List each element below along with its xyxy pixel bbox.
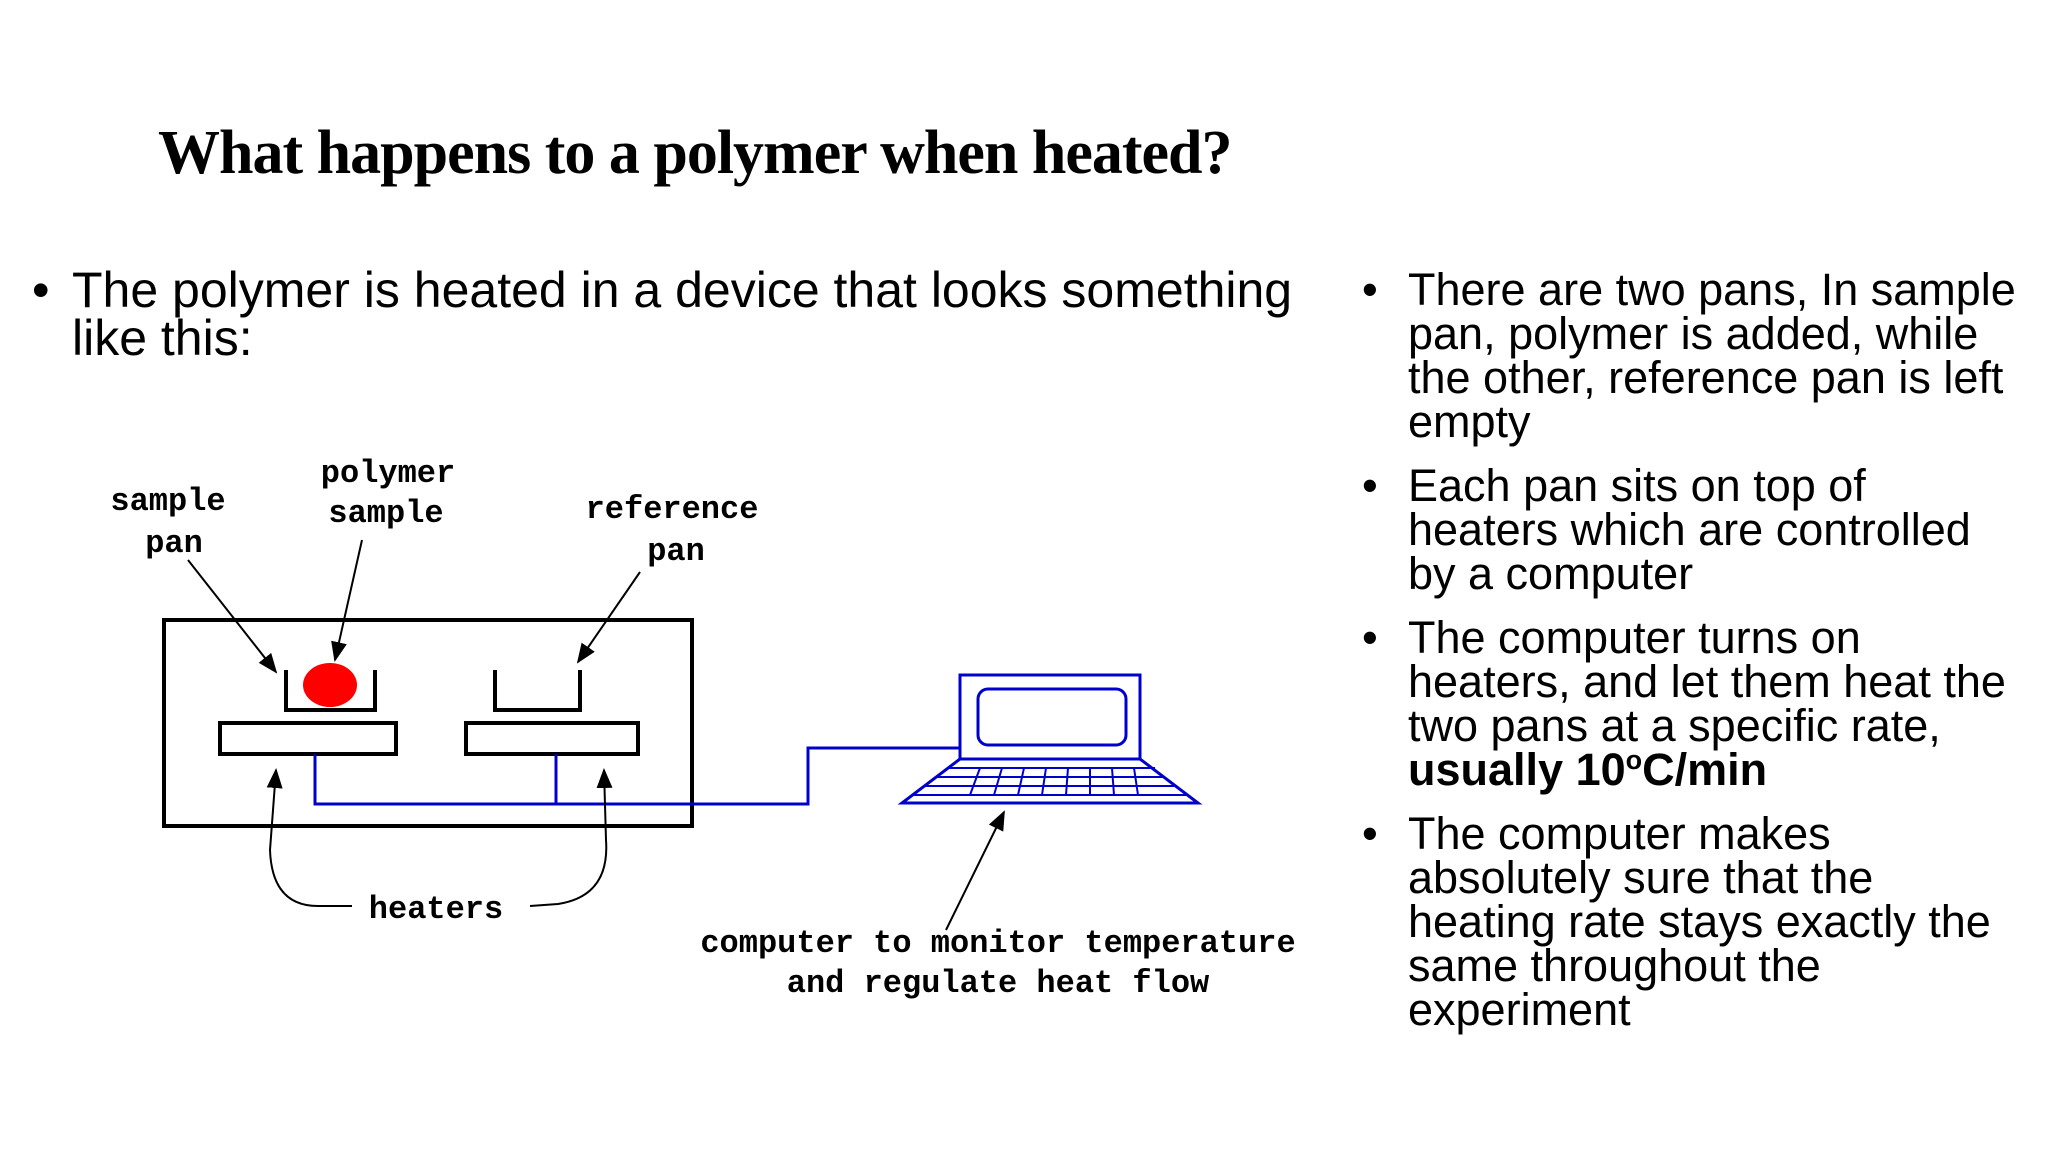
right-bullet-3: • The computer turns on heaters, and let… <box>1362 612 2022 795</box>
label-heaters: heaters <box>369 891 503 928</box>
reference-pan-arrow <box>576 571 641 664</box>
degree-superscript: o <box>1625 745 1643 775</box>
label-sample-pan-line1: sample <box>110 483 225 520</box>
rate-value: usually 10oC/min <box>1408 744 1767 795</box>
right-bullet-2: • Each pan sits on top of heaters which … <box>1362 460 2022 599</box>
sample-pan-arrow <box>187 559 278 674</box>
rate-bullet-text: The computer turns on heaters, and let t… <box>1408 612 2006 751</box>
bullet-dot-icon: • <box>1362 808 1378 859</box>
heaters-arrow-left <box>266 768 352 907</box>
heater-wiring <box>313 746 960 806</box>
reference-pan <box>493 670 582 712</box>
computer-arrow <box>945 810 1005 931</box>
label-polymer-line1: polymer <box>321 455 455 492</box>
left-bullet-text: The polymer is heated in a device that l… <box>72 262 1293 366</box>
rate-bold-suffix: C/min <box>1642 744 1768 795</box>
rate-bold-prefix: usually 10 <box>1408 744 1626 795</box>
label-computer-line1: computer to monitor temperature <box>700 925 1295 962</box>
device-enclosure <box>162 618 694 828</box>
label-polymer-line2: sample <box>328 495 443 532</box>
sample-heater <box>218 721 398 756</box>
right-bullet-1: • There are two pans, In sample pan, pol… <box>1362 264 2022 447</box>
label-computer-line2: and regulate heat flow <box>787 965 1210 1002</box>
right-bullet-text: The computer turns on heaters, and let t… <box>1408 615 2022 795</box>
label-reference-line1: reference <box>586 491 759 528</box>
right-bullet-4: • The computer makes absolutely sure tha… <box>1362 808 2022 1035</box>
label-sample-pan-line2: pan <box>145 525 203 562</box>
bullet-dot-icon: • <box>1362 460 1378 511</box>
slide-title: What happens to a polymer when heated? <box>158 119 1233 187</box>
polymer-sample-arrow <box>331 539 363 662</box>
label-reference-line2: pan <box>647 533 705 570</box>
sample-pan <box>284 670 377 712</box>
bullet-dot-icon: • <box>32 262 50 318</box>
left-bullet-row: • The polymer is heated in a device that… <box>32 262 1332 366</box>
laptop-computer-icon <box>897 673 1203 805</box>
right-bullet-text: Each pan sits on top of heaters which ar… <box>1408 460 1971 599</box>
heaters-arrow-right <box>529 768 613 907</box>
right-bullet-text: There are two pans, In sample pan, polym… <box>1408 264 2016 447</box>
right-bullet-list: • There are two pans, In sample pan, pol… <box>1362 264 2022 1052</box>
bullet-dot-icon: • <box>1362 264 1378 315</box>
right-bullet-text: The computer makes absolutely sure that … <box>1408 808 1991 1035</box>
reference-heater <box>464 721 640 756</box>
bullet-dot-icon: • <box>1362 612 1378 663</box>
left-bullet: • The polymer is heated in a device that… <box>32 262 1332 366</box>
polymer-sample-dot <box>303 663 357 707</box>
